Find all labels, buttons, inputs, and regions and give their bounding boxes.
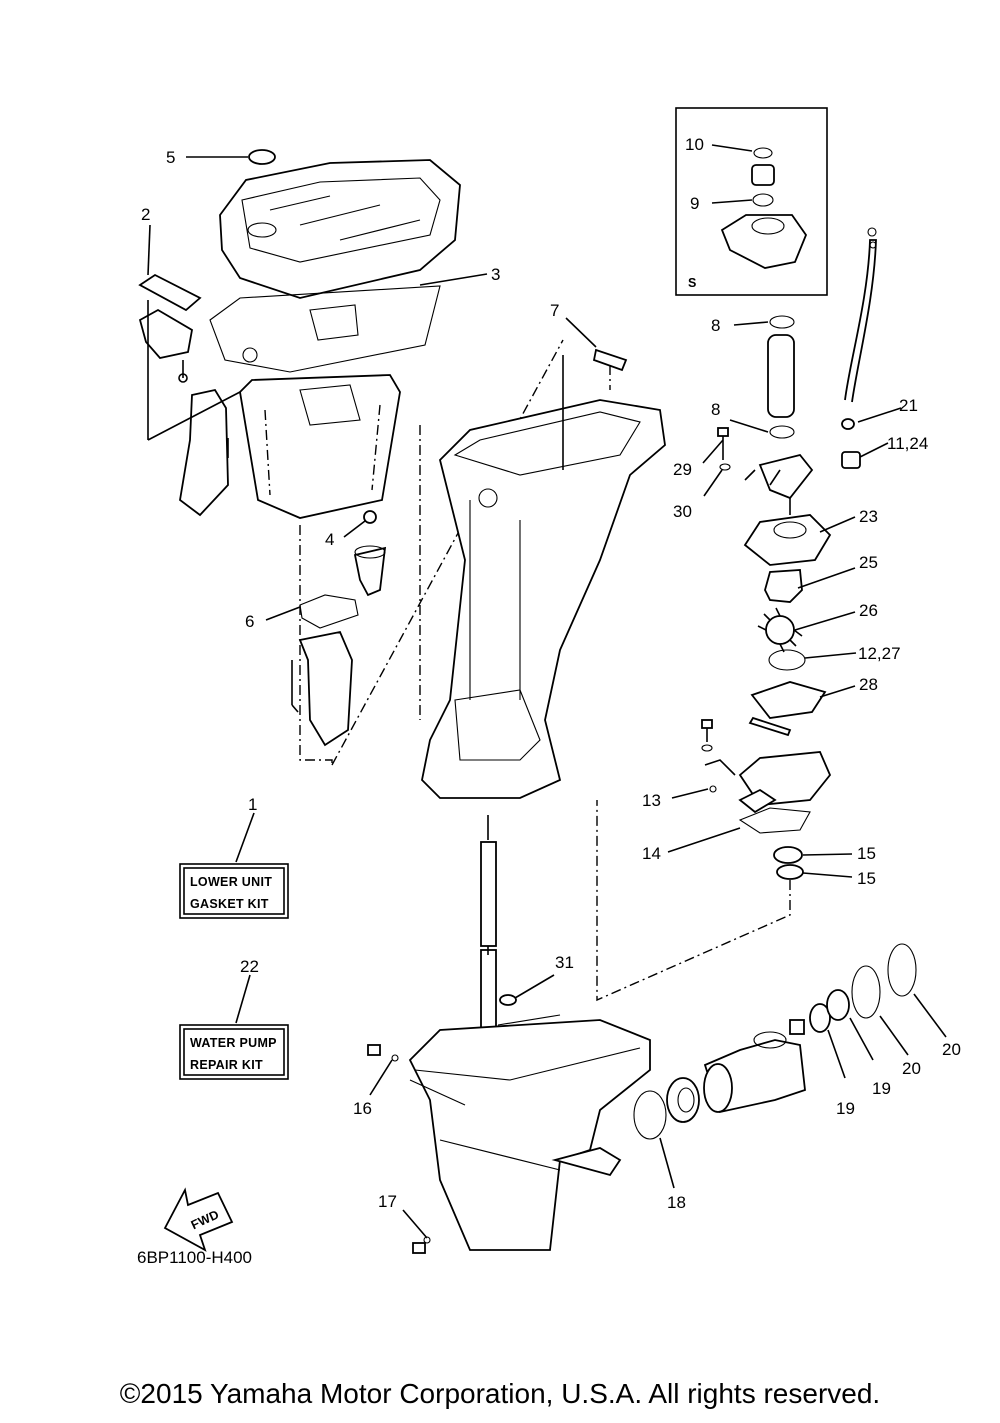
inset-label: S (688, 276, 697, 290)
gasket-kit-line-1: LOWER UNIT (190, 875, 272, 889)
drive-shaft-housing (421, 348, 666, 799)
service-inset: S (675, 107, 828, 296)
callout-21: 21 (899, 396, 918, 415)
callout-16: 16 (353, 1099, 372, 1118)
callout-4: 4 (325, 530, 334, 549)
callout-10: 10 (685, 135, 704, 154)
upper-casing-assembly (138, 149, 564, 766)
callout-5: 5 (166, 148, 175, 167)
pump-kit-line-2: REPAIR KIT (190, 1058, 263, 1072)
water-pump-assembly (596, 227, 877, 1002)
callout-6: 6 (245, 612, 254, 631)
callout-8-lower: 8 (711, 400, 720, 419)
callout-22: 22 (240, 957, 259, 976)
callout-26: 26 (859, 601, 878, 620)
copyright-notice: ©2015 Yamaha Motor Corporation, U.S.A. A… (119, 1378, 881, 1409)
callout-20-b: 20 (942, 1040, 961, 1059)
callout-19-a: 19 (836, 1099, 855, 1118)
callout-12-27: 12,27 (858, 644, 901, 663)
gasket-kit-line-2: GASKET KIT (190, 897, 269, 911)
fwd-arrow: FWD (163, 1187, 234, 1252)
lower-casing-assembly (367, 815, 917, 1254)
callout-28: 28 (859, 675, 878, 694)
callout-15-upper: 15 (857, 844, 876, 863)
callout-25: 25 (859, 553, 878, 572)
callout-30: 30 (673, 502, 692, 521)
callout-31: 31 (555, 953, 574, 972)
callout-15-lower: 15 (857, 869, 876, 888)
callout-20-a: 20 (902, 1059, 921, 1078)
callout-11-24: 11,24 (887, 434, 928, 453)
callout-19-b: 19 (872, 1079, 891, 1098)
callout-7: 7 (550, 301, 559, 320)
callout-13: 13 (642, 791, 661, 810)
pump-kit-line-1: WATER PUMP (190, 1036, 277, 1050)
callout-2: 2 (141, 205, 150, 224)
pump-kit-box: WATER PUMP REPAIR KIT (179, 1024, 289, 1080)
callout-numbers: 1 2 3 4 5 6 7 8 8 9 10 11,24 12,27 13 14… (141, 135, 961, 1212)
reference-code: 6BP1100-H400 (137, 1248, 252, 1267)
callout-23: 23 (859, 507, 878, 526)
callout-29: 29 (673, 460, 692, 479)
callout-17: 17 (378, 1192, 397, 1211)
callout-9: 9 (690, 194, 699, 213)
callout-18: 18 (667, 1193, 686, 1212)
gasket-kit-box: LOWER UNIT GASKET KIT (179, 863, 289, 919)
callout-8-upper: 8 (711, 316, 720, 335)
callout-14: 14 (642, 844, 661, 863)
callout-3: 3 (491, 265, 500, 284)
callout-1: 1 (248, 795, 257, 814)
leader-lines (147, 144, 947, 1239)
